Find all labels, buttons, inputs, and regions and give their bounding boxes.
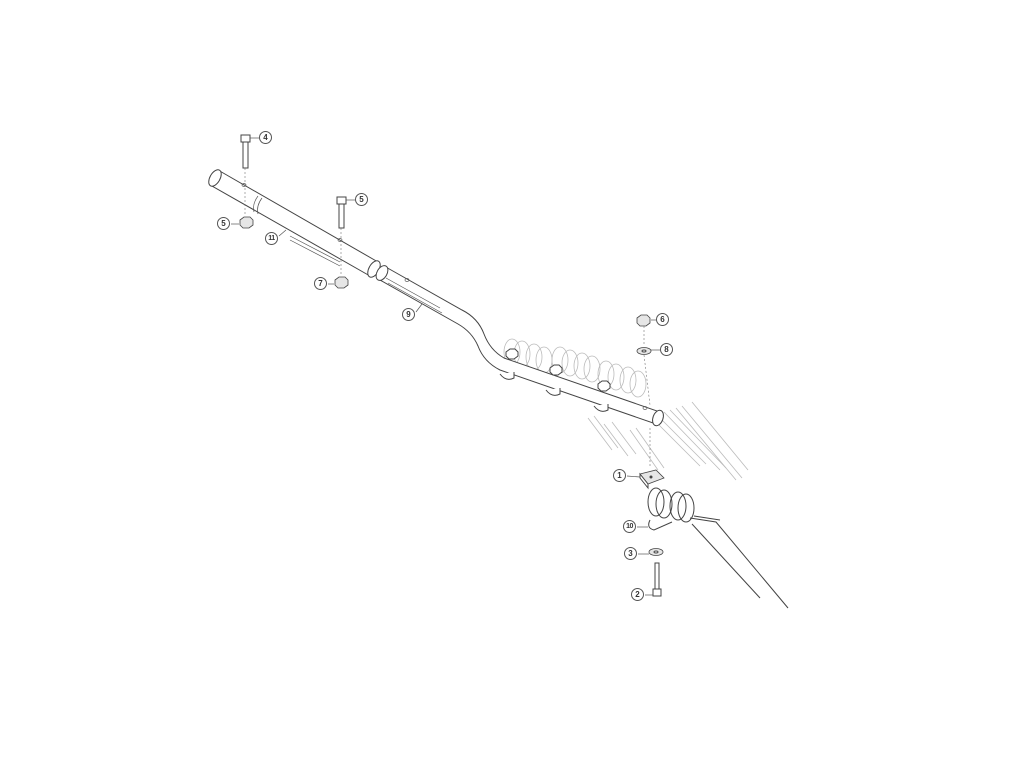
callout-1[interactable]: 1 xyxy=(613,469,626,482)
callout-10[interactable]: 10 xyxy=(623,520,636,533)
part-4-bolt xyxy=(336,196,347,276)
callout-5-left[interactable]: 5 xyxy=(217,217,230,230)
part-7-washer xyxy=(648,548,664,556)
part-2-bolt xyxy=(652,562,662,597)
part-3-bolt xyxy=(240,134,251,214)
callout-6[interactable]: 7 xyxy=(314,277,327,290)
callout-4[interactable]: 5 xyxy=(355,193,368,206)
part-6-nut xyxy=(334,276,349,289)
part-1-clamp-plate xyxy=(639,469,665,490)
leader-lines xyxy=(231,137,660,596)
assembly-line-right xyxy=(643,326,651,406)
part-10-spring-tine xyxy=(647,487,789,609)
part-5-nut-right xyxy=(636,314,651,327)
callout-7[interactable]: 3 xyxy=(624,547,637,560)
callout-3[interactable]: 4 xyxy=(259,131,272,144)
part-11-tube xyxy=(208,169,381,278)
callout-2[interactable]: 2 xyxy=(631,588,644,601)
part-9-tine-bar xyxy=(375,265,664,427)
callout-9[interactable]: 9 xyxy=(402,308,415,321)
part-5-nut-left xyxy=(239,216,254,229)
part-8-washer xyxy=(636,347,652,355)
callout-5-right[interactable]: 6 xyxy=(656,313,669,326)
callout-11[interactable]: 11 xyxy=(265,232,278,245)
callout-8[interactable]: 8 xyxy=(660,343,673,356)
